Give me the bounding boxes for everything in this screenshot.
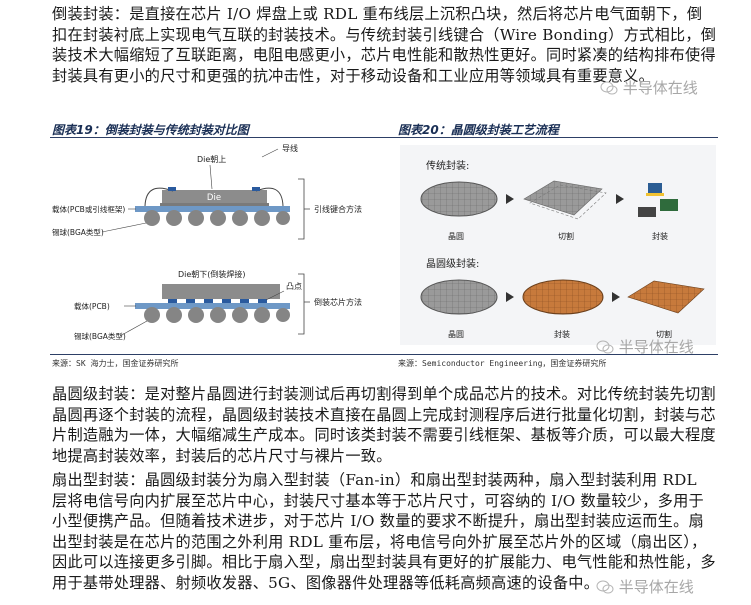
wire-bond-die-attach [160, 203, 269, 206]
step-dicing: 切割 [558, 231, 574, 241]
wafer-packaged [522, 279, 604, 315]
watermark-2: 半导体在线 [596, 336, 694, 357]
label-wafer-level: 晶圆级封装: [426, 257, 479, 270]
solder-balls-bottom [144, 307, 290, 323]
figure-20-source: 来源：Semiconductor Engineering，国金证券研究所 [398, 359, 607, 368]
process-panel [400, 145, 716, 345]
paragraph-fan-out: 扇出型封装：晶圆级封装分为扇入型封装（Fan-in）和扇出型封装两种，扇入型封装… [52, 471, 716, 592]
watermark-text-1: 半导体在线 [622, 79, 698, 97]
label-carrier-pcb-leadframe: 载体(PCB或引线框架) [52, 204, 125, 214]
wechat-logo-icon [600, 81, 618, 95]
label-die-down: Die朝下(倒装焊接) [178, 269, 246, 279]
step-wafer-2: 晶圆 [448, 330, 464, 339]
label-wire-bonding-method: 引线键合方法 [314, 204, 362, 214]
watermark-3: 半导体在线 [596, 576, 694, 597]
diced-chips [523, 180, 607, 220]
step-packaging: 封装 [652, 231, 668, 241]
wire-bond-pad-left [168, 187, 176, 191]
arrow-4 [612, 292, 620, 302]
wafer-traditional [420, 181, 498, 217]
flip-chip-bumps [168, 299, 267, 303]
arrow-1 [506, 194, 514, 204]
figure-19-title: 图表19：倒装封装与传统封装对比图 [52, 123, 249, 137]
step-packaging-2: 封装 [554, 329, 570, 339]
watermark-text-2: 半导体在线 [618, 338, 694, 356]
arrow-3 [506, 292, 514, 302]
watermark-text-3: 半导体在线 [618, 578, 694, 596]
step-wafer: 晶圆 [448, 232, 464, 241]
bracket-bottom [298, 273, 310, 335]
arrow-2 [616, 194, 624, 204]
figure-19-source: 来源：SK 海力士，国金证券研究所 [52, 359, 179, 368]
label-carrier-pcb: 载体(PCB) [74, 301, 110, 311]
die-label-top: Die [207, 193, 221, 203]
label-solder-ball-2: 锡球(BGA类型) [74, 331, 126, 341]
figure-20-title: 图表20：晶圆级封装工艺流程 [398, 123, 559, 137]
solder-balls-top [144, 210, 290, 226]
label-bump: 凸点 [286, 282, 302, 291]
label-solder-ball-1: 锡球(BGA类型) [52, 227, 104, 237]
paragraph-wafer-level: 晶圆级封装：是对整片晶圆进行封装测试后再切割得到单个成品芯片的技术。对比传统封装… [52, 385, 716, 465]
label-traditional: 传统封装: [426, 159, 469, 172]
wire-bond-die [162, 190, 267, 203]
wechat-logo-icon [596, 580, 614, 594]
step-dicing-2: 切割 [656, 329, 672, 339]
figure-bottom-rule [50, 354, 718, 355]
wire-right [255, 187, 284, 207]
packaged-chips-traditional [638, 183, 678, 217]
bracket-top [298, 178, 310, 240]
label-die-up: Die朝上 [197, 155, 226, 164]
wafer-wafer-level [420, 279, 498, 315]
wire-bond-pad-right [252, 187, 260, 191]
figure-top-rule [50, 137, 718, 138]
wechat-logo-icon [596, 340, 614, 354]
wire-bond-carrier [135, 206, 290, 212]
label-wire: 导线 [282, 143, 298, 153]
paragraph-flip-chip: 倒装封装：是直接在芯片 I/O 焊盘上或 RDL 重布线层上沉积凸块，然后将芯片… [52, 5, 717, 85]
diced-packaged-chips [627, 280, 705, 314]
figure-19-diagram: Die Die朝上 导线 载体(PCB或引线框架) 锡球(BGA类型) 引线键合… [50, 139, 395, 353]
figure-20-diagram: 传统封装: 晶圆 切割 封装 晶圆级封装: 晶圆 封装 切割 [398, 139, 718, 353]
flip-chip-carrier [135, 303, 290, 309]
flip-chip-die [162, 284, 280, 299]
label-flip-chip-method: 倒装芯片方法 [314, 297, 362, 307]
watermark-1: 半导体在线 [600, 77, 698, 98]
